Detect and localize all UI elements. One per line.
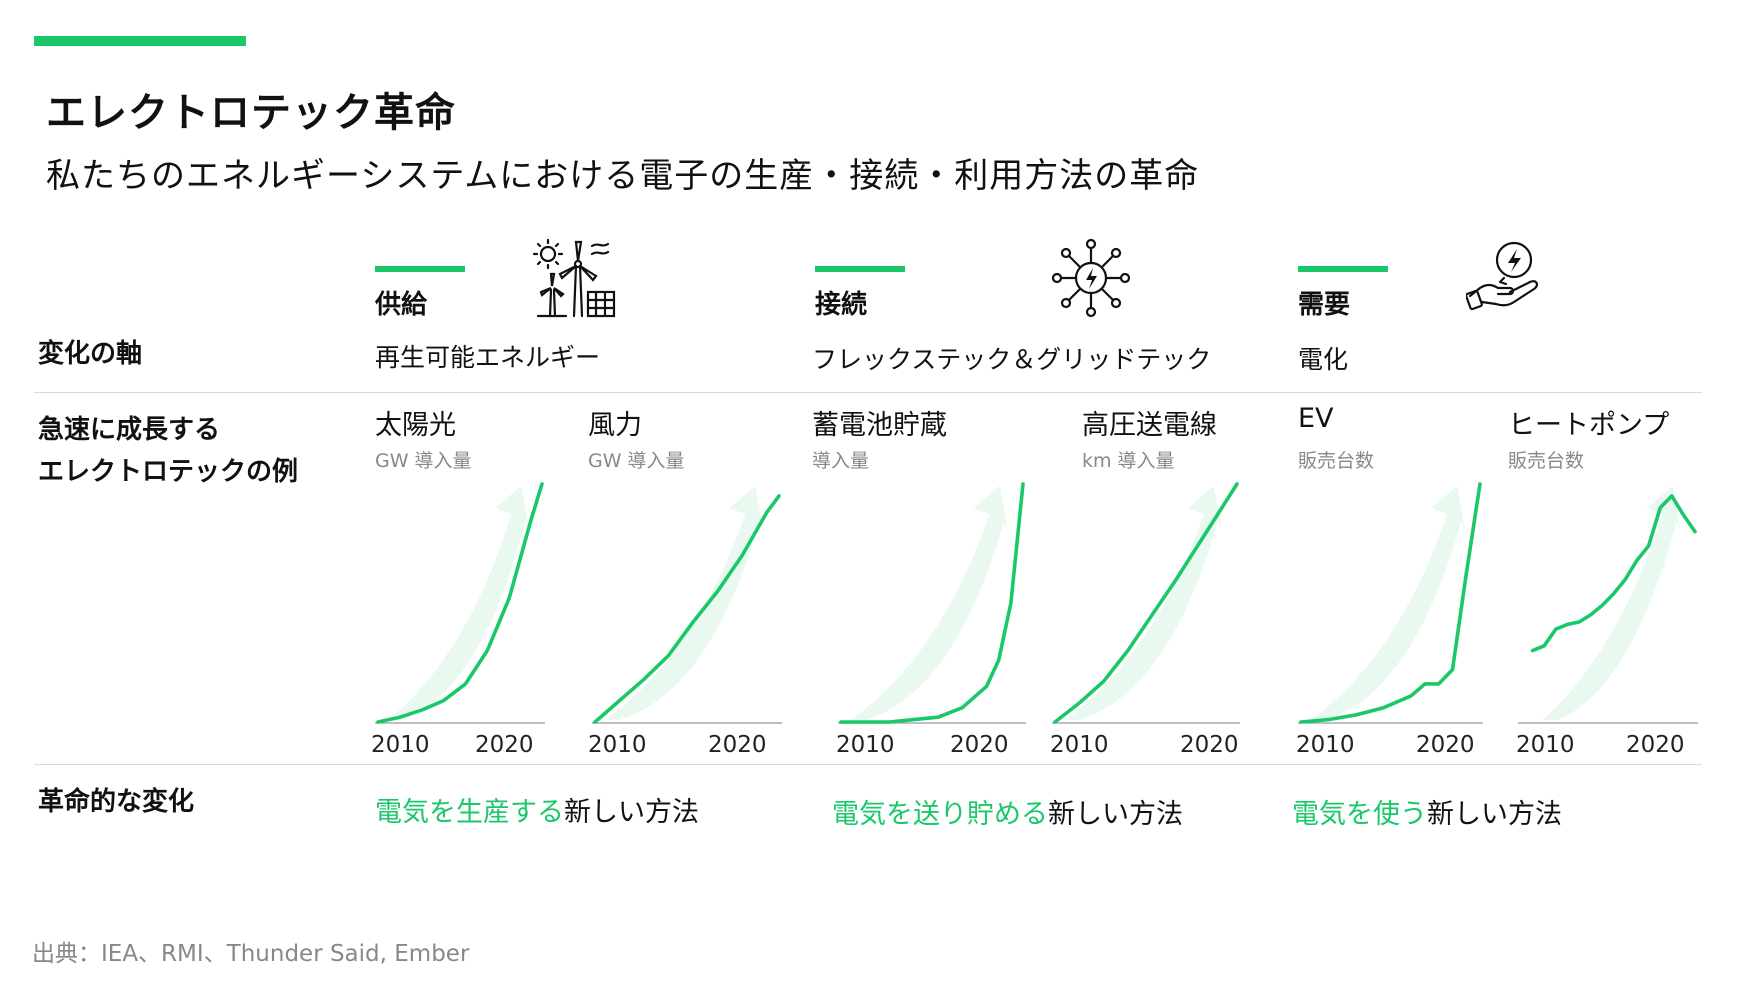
wind-solar-icon bbox=[532, 238, 616, 318]
revolution-demand-rest: 新しい方法 bbox=[1427, 799, 1562, 830]
revolution-supply-rest: 新しい方法 bbox=[564, 797, 699, 828]
category-title-supply: 供給 bbox=[375, 290, 428, 320]
example-unit: GW 導入量 bbox=[588, 450, 685, 472]
revolution-connect: 電気を送り貯める新しい方法 bbox=[832, 792, 1183, 831]
divider-bottom bbox=[34, 764, 1702, 765]
category-axis-demand: 電化 bbox=[1298, 345, 1349, 374]
tick-label: 2010 bbox=[836, 732, 895, 758]
example-name: 風力 bbox=[588, 410, 642, 441]
source-note: 出典：IEA、RMI、Thunder Said, Ember bbox=[32, 941, 470, 967]
accent-bar bbox=[34, 36, 246, 46]
example-name: ヒートポンプ bbox=[1508, 410, 1670, 441]
category-title-connect: 接続 bbox=[815, 290, 868, 320]
tick-label: 2020 bbox=[1626, 732, 1685, 758]
example-name: 蓄電池貯蔵 bbox=[812, 410, 947, 441]
series-line bbox=[1530, 494, 1697, 653]
growth-arrow bbox=[605, 486, 764, 720]
row-label-growing-1: 急速に成長する bbox=[38, 415, 221, 445]
tick-label: 2020 bbox=[475, 732, 534, 758]
tick-label: 2020 bbox=[1416, 732, 1475, 758]
growth-arrow bbox=[1065, 486, 1222, 720]
revolution-connect-rest: 新しい方法 bbox=[1048, 799, 1183, 830]
divider-top bbox=[34, 392, 1702, 393]
revolution-demand: 電気を使う新しい方法 bbox=[1292, 792, 1562, 831]
example-unit: 導入量 bbox=[812, 450, 870, 472]
hand-electricity-icon bbox=[1466, 241, 1539, 311]
category-axis-supply: 再生可能エネルギー bbox=[375, 343, 601, 372]
growth-chart bbox=[375, 482, 545, 724]
tick-label: 2010 bbox=[1050, 732, 1109, 758]
growth-chart bbox=[1518, 486, 1698, 724]
growth-arrow bbox=[1311, 486, 1466, 720]
tick-label: 2020 bbox=[950, 732, 1009, 758]
category-bar-connect bbox=[815, 266, 905, 272]
growth-chart bbox=[1298, 482, 1483, 724]
example-unit: GW 導入量 bbox=[375, 450, 472, 472]
category-axis-connect: フレックステック＆グリッドテック bbox=[812, 345, 1212, 374]
category-bar-supply bbox=[375, 266, 465, 272]
example-name: EV bbox=[1298, 403, 1334, 434]
page-title: エレクトロテック革命 bbox=[46, 90, 456, 136]
growth-chart bbox=[592, 486, 782, 724]
example-name: 高圧送電線 bbox=[1082, 410, 1217, 441]
tick-label: 2020 bbox=[1180, 732, 1239, 758]
revolution-demand-highlight: 電気を使う bbox=[1292, 799, 1427, 830]
revolution-connect-highlight: 電気を送り貯める bbox=[832, 799, 1048, 830]
tick-label: 2010 bbox=[588, 732, 647, 758]
tick-label: 2020 bbox=[708, 732, 767, 758]
example-unit: 販売台数 bbox=[1508, 450, 1585, 472]
series-line bbox=[1053, 482, 1239, 724]
page-subtitle: 私たちのエネルギーシステムにおける電子の生産・接続・利用方法の革命 bbox=[46, 156, 1200, 196]
growth-chart bbox=[1052, 482, 1240, 724]
example-unit: 販売台数 bbox=[1298, 450, 1375, 472]
series-line bbox=[839, 482, 1025, 724]
category-bar-demand bbox=[1298, 266, 1388, 272]
series-line bbox=[593, 494, 781, 724]
example-name: 太陽光 bbox=[375, 410, 456, 441]
row-label-axis: 変化の軸 bbox=[38, 339, 143, 369]
grid-network-icon bbox=[1051, 238, 1131, 318]
growth-arrow bbox=[388, 486, 530, 720]
category-title-demand: 需要 bbox=[1298, 290, 1351, 320]
revolution-supply-highlight: 電気を生産する bbox=[375, 797, 564, 828]
series-line bbox=[1299, 482, 1482, 724]
tick-label: 2010 bbox=[371, 732, 430, 758]
revolution-supply: 電気を生産する新しい方法 bbox=[375, 790, 699, 829]
growth-arrow bbox=[1542, 486, 1681, 720]
series-line bbox=[376, 482, 544, 724]
growth-arrow bbox=[851, 486, 1008, 720]
tick-label: 2010 bbox=[1296, 732, 1355, 758]
example-unit: km 導入量 bbox=[1082, 450, 1175, 472]
row-label-revolution: 革命的な変化 bbox=[38, 787, 195, 817]
growth-chart bbox=[838, 482, 1026, 724]
tick-label: 2010 bbox=[1516, 732, 1575, 758]
row-label-growing-2: エレクトロテックの例 bbox=[38, 457, 299, 487]
